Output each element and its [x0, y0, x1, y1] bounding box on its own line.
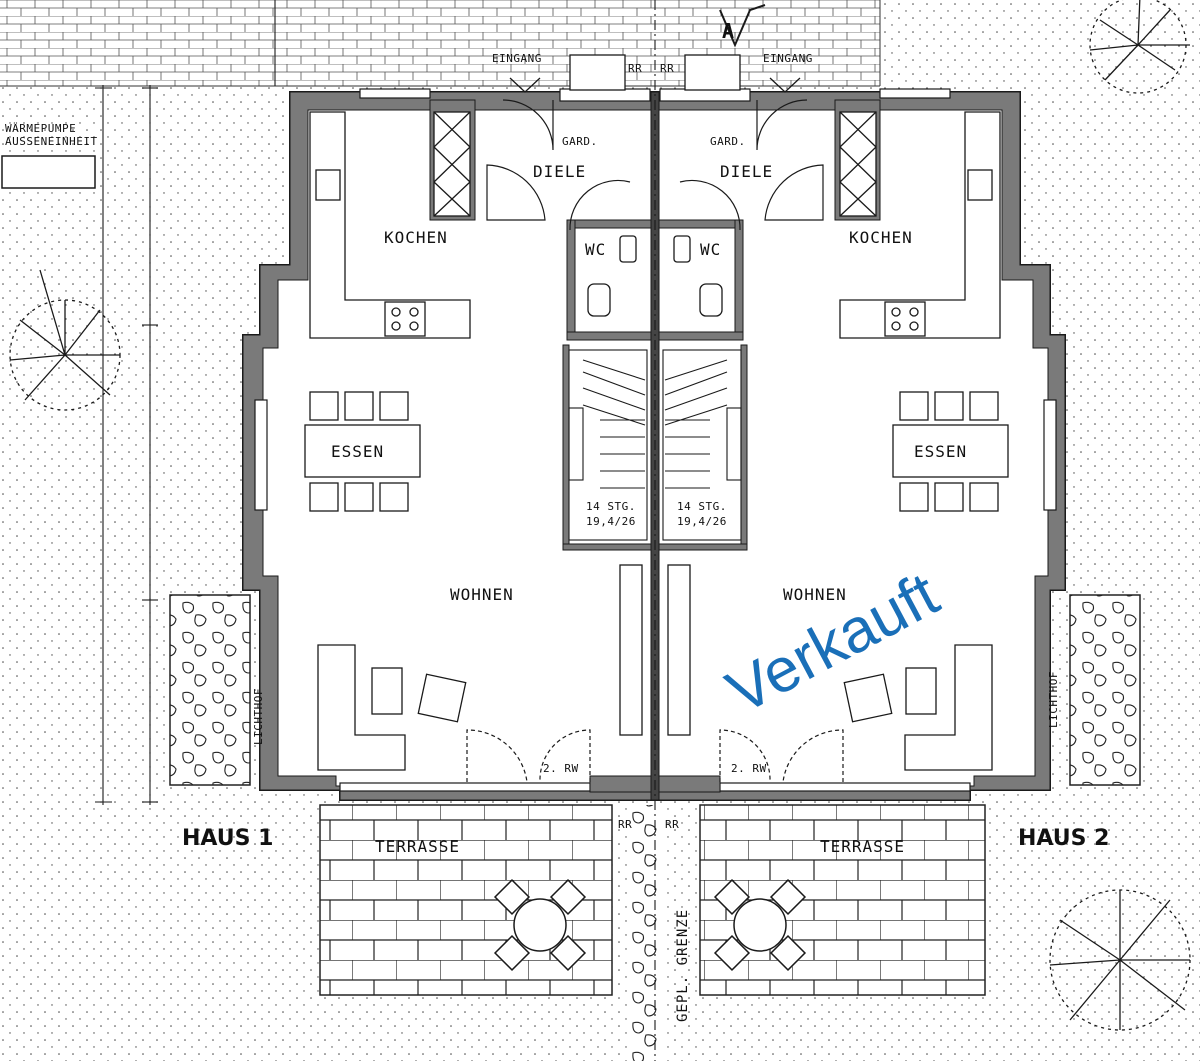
tree-icon [1049, 889, 1191, 1031]
haus2-stair-steps: 14 STG. [677, 500, 727, 513]
boundary-label: GEPL. GRENZE [675, 909, 691, 1022]
haus1-wohnen-label: WOHNEN [450, 585, 514, 604]
haus2-rw-label: 2. RW [731, 762, 767, 775]
haus2-essen-label: ESSEN [914, 442, 967, 461]
haus2-diele-label: DIELE [720, 162, 773, 181]
tree-icon [9, 269, 121, 411]
haus1-stair-steps: 14 STG. [586, 500, 636, 513]
living-furniture [317, 564, 993, 771]
tree-icon [1089, 0, 1190, 94]
haus2-label: HAUS 2 [1018, 826, 1109, 851]
boundary-gravel [628, 805, 662, 1061]
rr-label-top-left: RR [628, 62, 642, 75]
rr-label-bottom-left: RR [618, 818, 632, 831]
heat-pump-label-line1: WÄRMEPUMPE [5, 122, 76, 135]
kitchen-counters [309, 111, 1001, 339]
rr-label-top-right: RR [660, 62, 674, 75]
wc-fixtures [587, 235, 723, 317]
haus1-diele-label: DIELE [533, 162, 586, 181]
patio-tables [493, 878, 807, 972]
heat-pump-unit [1, 155, 96, 189]
haus1-wc-label: WC [585, 240, 606, 259]
tree-icons [9, 0, 1191, 1031]
lichthof-label-left: LICHTHOF [252, 688, 265, 745]
windows [254, 88, 1057, 792]
haus1-garderobe-label: GARD. [562, 135, 598, 148]
haus2-stair-ratio: 19,4/26 [677, 515, 727, 528]
entrance-label-right: EINGANG [763, 52, 813, 65]
section-marker: A [722, 19, 734, 43]
lichthof-right-stones [1069, 594, 1141, 786]
haus2-wc-label: WC [700, 240, 721, 259]
wardrobe-cabinets [433, 111, 877, 217]
entrance-details [509, 4, 801, 93]
dimension-lines [95, 0, 656, 1061]
lichthof-left-stones [169, 594, 251, 786]
haus2-wohnen-label: WOHNEN [783, 585, 847, 604]
haus1-essen-label: ESSEN [331, 442, 384, 461]
lichthof-label-right: LICHTHOF [1047, 671, 1060, 728]
haus1-rw-label: 2. RW [543, 762, 579, 775]
staircases [568, 349, 742, 541]
heat-pump-label-line2: AUSSENEINHEIT [5, 135, 98, 148]
entrance-label-left: EINGANG [492, 52, 542, 65]
haus2-kochen-label: KOCHEN [849, 228, 913, 247]
haus1-label: HAUS 1 [182, 826, 273, 851]
haus1-kochen-label: KOCHEN [384, 228, 448, 247]
door-swings [466, 99, 844, 783]
rr-label-bottom-right: RR [665, 818, 679, 831]
haus1-terrasse-label: TERRASSE [375, 837, 460, 856]
terrace-right-pavers [699, 804, 986, 996]
haus1-stair-ratio: 19,4/26 [586, 515, 636, 528]
haus2-garderobe-label: GARD. [710, 135, 746, 148]
dining-sets [304, 391, 1009, 512]
haus2-terrasse-label: TERRASSE [820, 837, 905, 856]
